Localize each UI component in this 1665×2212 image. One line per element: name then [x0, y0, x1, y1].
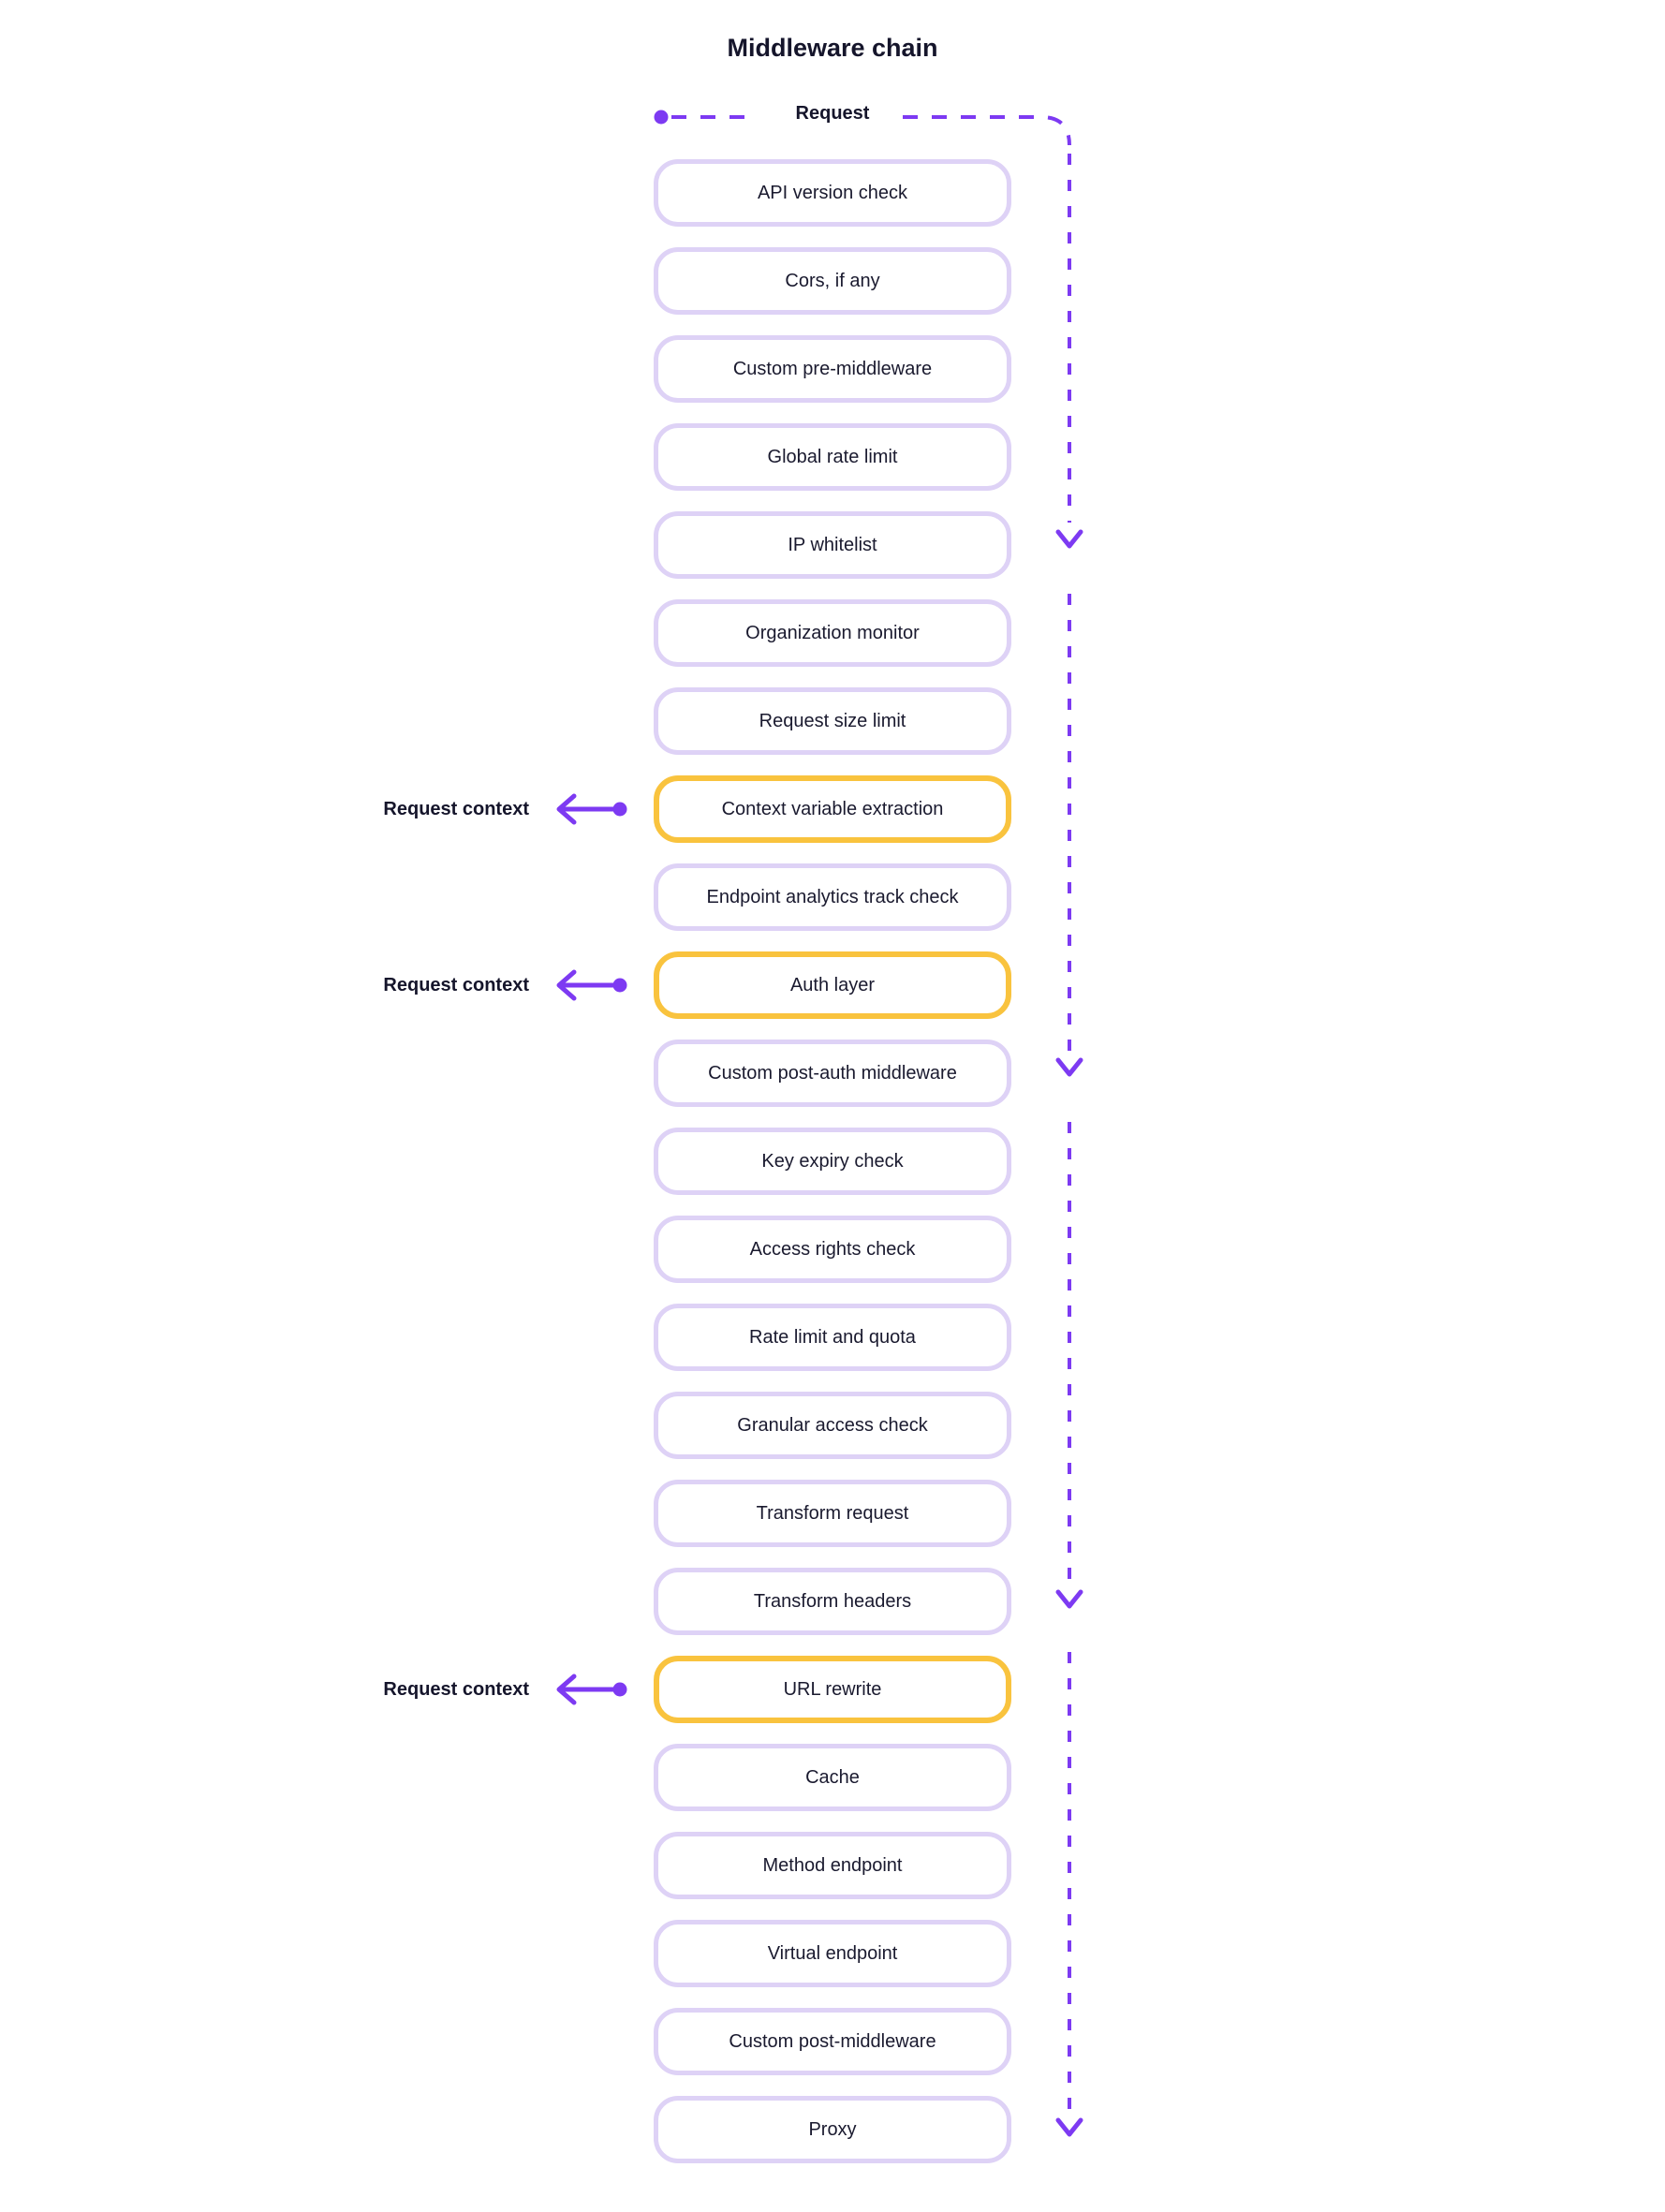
middleware-step: Global rate limit	[654, 423, 1011, 491]
middleware-step: Endpoint analytics track check	[654, 863, 1011, 931]
middleware-step-label: Global rate limit	[767, 446, 898, 467]
middleware-step-label: Transform headers	[753, 1590, 912, 1612]
middleware-step: Cache	[654, 1744, 1011, 1811]
middleware-step: Transform request	[654, 1480, 1011, 1547]
middleware-step-label: Custom post-middleware	[729, 2030, 936, 2052]
middleware-step-label: Cache	[805, 1766, 860, 1788]
middleware-step-label: Endpoint analytics track check	[706, 886, 959, 907]
down-arrow-icon	[1055, 529, 1083, 2137]
middleware-step-label: Context variable extraction	[721, 798, 944, 819]
request-context-label: Request context	[383, 975, 529, 995]
middleware-step-label: Custom pre-middleware	[732, 358, 933, 379]
context-arrow-icon	[556, 793, 627, 1705]
middleware-step: Request size limit	[654, 687, 1011, 755]
middleware-step: Key expiry check	[654, 1128, 1011, 1195]
middleware-step: Context variable extraction	[654, 775, 1011, 843]
request-context-label: Request context	[383, 1679, 529, 1700]
middleware-step: Access rights check	[654, 1216, 1011, 1283]
middleware-step: Organization monitor	[654, 599, 1011, 667]
middleware-step-label: Rate limit and quota	[749, 1326, 916, 1348]
middleware-step-label: Cors, if any	[785, 270, 880, 291]
middleware-step: URL rewrite	[654, 1656, 1011, 1723]
middleware-step: Virtual endpoint	[654, 1920, 1011, 1987]
middleware-step-label: URL rewrite	[783, 1678, 882, 1700]
middleware-step: Custom post-auth middleware	[654, 1040, 1011, 1107]
middleware-step: IP whitelist	[654, 511, 1011, 579]
middleware-step-label: Key expiry check	[761, 1150, 904, 1172]
request-flow-label: Request	[795, 103, 870, 124]
middleware-step-label: Request size limit	[759, 710, 906, 731]
middleware-step: Granular access check	[654, 1392, 1011, 1459]
middleware-step-label: Custom post-auth middleware	[708, 1062, 957, 1084]
middleware-step: Transform headers	[654, 1568, 1011, 1635]
middleware-step-label: API version check	[757, 182, 908, 203]
page-title: Middleware chain	[727, 34, 938, 62]
request-context-label: Request context	[383, 799, 529, 819]
middleware-step-label: Access rights check	[749, 1238, 916, 1260]
middleware-step-label: Organization monitor	[745, 622, 920, 643]
middleware-step-label: Auth layer	[789, 974, 876, 995]
middleware-step-label: Method endpoint	[762, 1854, 903, 1876]
middleware-step: Proxy	[654, 2096, 1011, 2163]
middleware-step: Rate limit and quota	[654, 1304, 1011, 1371]
middleware-step-label: Virtual endpoint	[767, 1942, 898, 1964]
middleware-step: Cors, if any	[654, 247, 1011, 315]
middleware-step: API version check	[654, 159, 1011, 227]
middleware-step: Auth layer	[654, 951, 1011, 1019]
middleware-step-label: IP whitelist	[788, 534, 877, 555]
middleware-step-label: Granular access check	[737, 1414, 928, 1436]
middleware-step: Custom post-middleware	[654, 2008, 1011, 2075]
middleware-step-label: Transform request	[756, 1502, 909, 1524]
middleware-step-label: Proxy	[808, 2118, 857, 2140]
middleware-step: Method endpoint	[654, 1832, 1011, 1899]
middleware-step: Custom pre-middleware	[654, 335, 1011, 403]
middleware-chain-list: API version check Cors, if any Custom pr…	[654, 159, 1011, 2184]
